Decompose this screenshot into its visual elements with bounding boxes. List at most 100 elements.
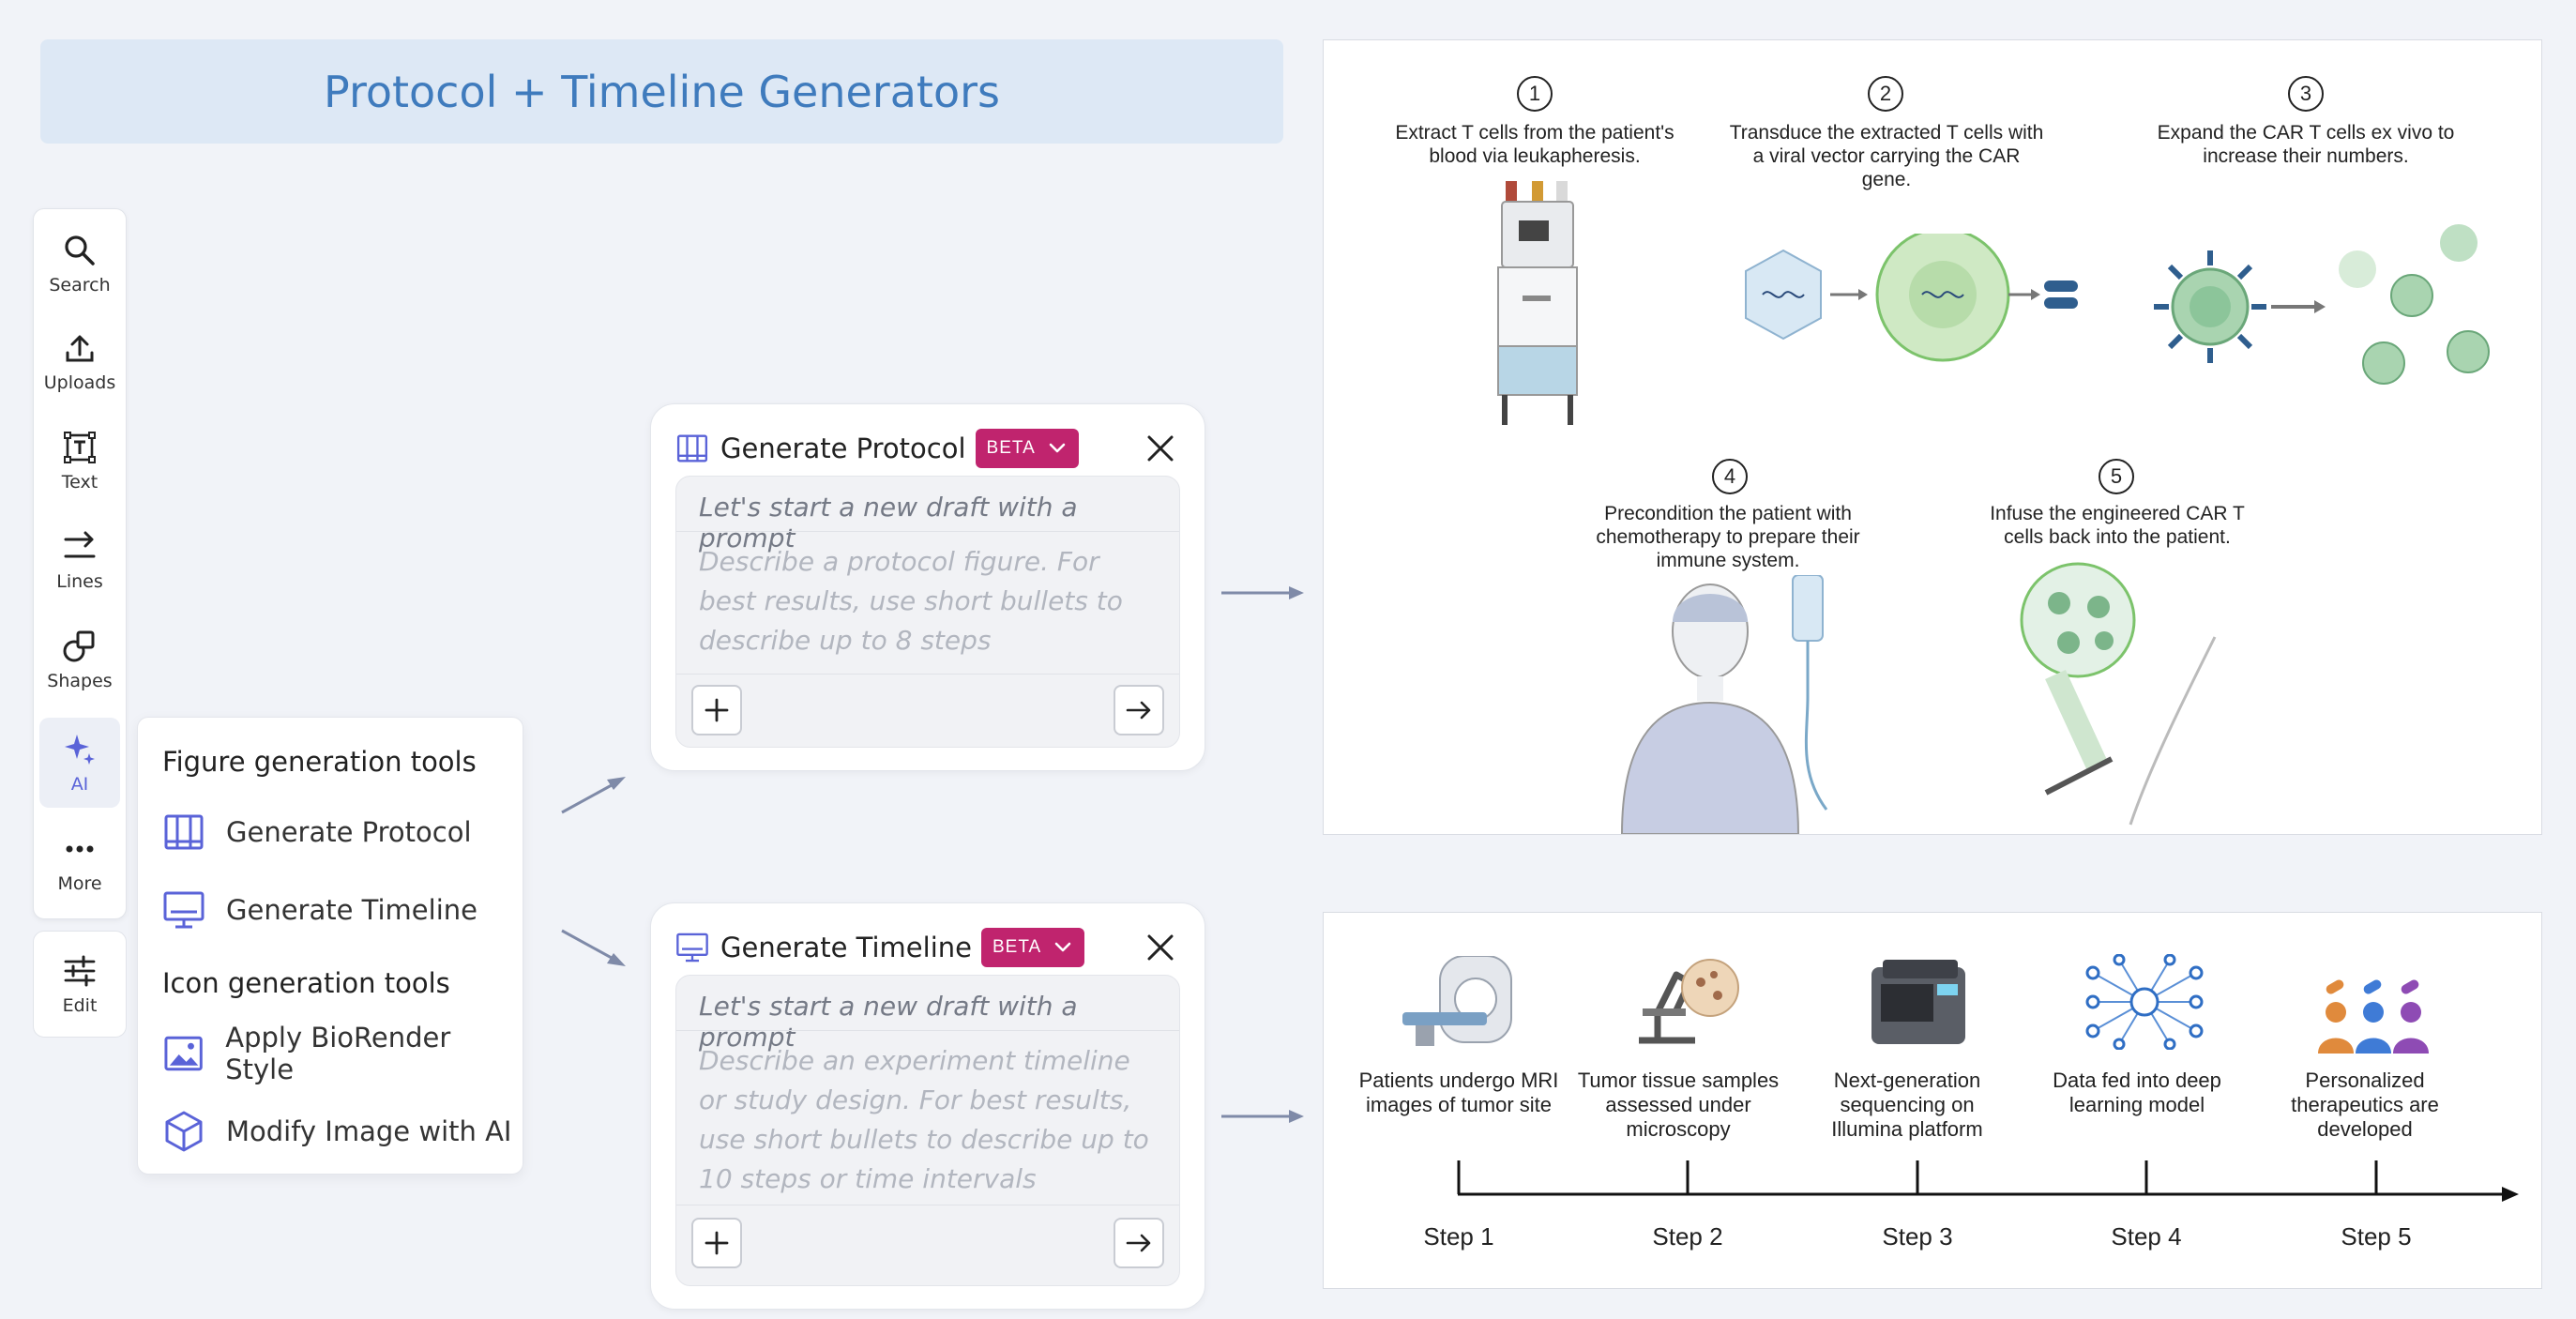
arrow-to-timeline-preview (1221, 1110, 1304, 1123)
timeline-event-text: Personalized therapeutics are developed (2291, 1069, 2439, 1141)
toolbar-label: Lines (56, 571, 103, 592)
microscope-illustration (1639, 959, 1739, 1044)
toolbar-lines[interactable]: Lines (39, 515, 120, 605)
timeline-step-label: Step 1 (1423, 1222, 1494, 1251)
divider (676, 531, 1179, 532)
shapes-icon (63, 630, 95, 662)
divider (676, 1030, 1179, 1031)
toolbar-ai[interactable]: AI (39, 718, 120, 808)
step-number: 4 (1712, 459, 1748, 494)
toolbar-label: Shapes (47, 671, 113, 691)
toolbar-shapes[interactable]: Shapes (39, 614, 120, 705)
figure-tools-heading: Figure generation tools (162, 746, 477, 778)
toolbar-search[interactable]: Search (39, 219, 120, 309)
protocol-icon (676, 434, 708, 462)
menu-modify-image-ai[interactable]: Modify Image with AI (162, 1105, 512, 1158)
submit-button[interactable] (1114, 1218, 1164, 1268)
timeline-step-label: Step 5 (2341, 1222, 2412, 1251)
timeline-event-text: Next-generation sequencing on Illumina p… (1831, 1069, 1983, 1141)
ai-tools-menu: Figure generation tools Generate Protoco… (137, 717, 523, 1175)
menu-generate-protocol[interactable]: Generate Protocol (162, 806, 472, 858)
arrow-to-protocol-preview (1221, 586, 1304, 599)
timeline-event-text: Tumor tissue samples assessed under micr… (1577, 1069, 1780, 1141)
protocol-icon (164, 814, 204, 850)
card-title: Generate Timeline (720, 932, 972, 963)
leukapheresis-machine-illustration (1497, 181, 1578, 425)
people-medication-illustration (2318, 979, 2429, 1054)
prompt-input[interactable]: Describe a protocol figure. For best res… (699, 546, 1123, 656)
step-text: Extract T cells from the patient's blood… (1395, 122, 1674, 167)
timeline-step-label: Step 4 (2111, 1222, 2182, 1251)
step-text: Expand the CAR T cells ex vivo to increa… (2157, 122, 2455, 167)
step-number: 5 (2099, 459, 2134, 494)
step-text: Precondition the patient with chemothera… (1596, 503, 1860, 571)
beta-dropdown[interactable]: BETA (975, 429, 1079, 468)
toolbar-label: Search (49, 275, 111, 296)
submit-button[interactable] (1114, 685, 1164, 735)
lines-icon (64, 531, 96, 558)
prompt-area[interactable]: Let's start a new draft with a prompt De… (675, 476, 1180, 748)
add-button[interactable] (691, 685, 742, 735)
step-number: 3 (2288, 76, 2324, 112)
prompt-heading: Let's start a new draft with a prompt (699, 492, 1078, 553)
toolbar-label: Text (61, 472, 98, 493)
icon-tools-heading: Icon generation tools (162, 967, 450, 999)
add-button[interactable] (691, 1218, 742, 1268)
toolbar-label: Uploads (43, 372, 116, 393)
toolbar-label: AI (70, 774, 89, 795)
toolbar-text[interactable]: Text (39, 416, 120, 506)
generate-timeline-card: Generate Timeline BETA Let's start a new… (650, 902, 1205, 1310)
arrow-right-icon (1126, 701, 1151, 720)
card-header: Generate Timeline BETA (675, 922, 1085, 973)
image-icon (164, 1036, 203, 1071)
transduction-illustration (1745, 234, 2078, 362)
arrow-to-protocol (561, 777, 626, 814)
upload-icon (66, 335, 94, 362)
sparkle-icon (65, 735, 95, 765)
step-text: Transduce the extracted T cells with a v… (1729, 122, 2044, 190)
neural-network-illustration (2085, 954, 2204, 1050)
protocol-preview: 1 Extract T cells from the patient's blo… (1323, 39, 2542, 835)
menu-generate-timeline[interactable]: Generate Timeline (162, 884, 477, 936)
close-icon[interactable] (1144, 432, 1176, 464)
beta-dropdown[interactable]: BETA (980, 928, 1085, 967)
left-toolbar: Search Uploads Text Lines Shapes AI More (33, 208, 127, 919)
more-icon (66, 845, 94, 853)
arrow-to-timeline (561, 929, 626, 966)
plus-icon (705, 1231, 729, 1255)
text-icon (64, 432, 96, 463)
close-icon[interactable] (1144, 932, 1176, 963)
toolbar-more[interactable]: More (39, 817, 120, 907)
step-number: 2 (1868, 76, 1903, 112)
cube-icon (165, 1111, 203, 1152)
prompt-heading: Let's start a new draft with a prompt (699, 991, 1078, 1053)
toolbar-label: Edit (62, 995, 98, 1016)
menu-item-label: Apply BioRender Style (225, 1022, 451, 1085)
card-header: Generate Protocol BETA (675, 423, 1079, 474)
arrow-right-icon (1126, 1234, 1151, 1252)
plus-icon (705, 698, 729, 722)
menu-item-label: Generate Timeline (226, 894, 477, 926)
step-number: 1 (1517, 76, 1553, 112)
menu-apply-biorender-style[interactable]: Apply BioRender Style (162, 1022, 523, 1085)
toolbar-edit[interactable]: Edit (39, 939, 120, 1029)
prompt-input[interactable]: Describe an experiment timeline or study… (699, 1045, 1149, 1194)
sliders-icon (64, 955, 96, 987)
divider (676, 674, 1179, 675)
timeline-step-label: Step 2 (1652, 1222, 1723, 1251)
sequencer-illustration (1871, 960, 1965, 1044)
toolbar-uploads[interactable]: Uploads (39, 316, 120, 406)
patient-chemotherapy-illustration (1620, 575, 1828, 834)
page-title: Protocol + Timeline Generators (324, 66, 1000, 117)
beta-badge: BETA (992, 937, 1042, 957)
step-text: Infuse the engineered CAR T cells back i… (1990, 503, 2245, 548)
timeline-step-label: Step 3 (1882, 1222, 1953, 1251)
chevron-down-icon (1049, 443, 1066, 453)
menu-item-label: Modify Image with AI (226, 1115, 512, 1147)
timeline-icon (676, 932, 708, 963)
prompt-area[interactable]: Let's start a new draft with a prompt De… (675, 975, 1180, 1286)
timeline-preview: Patients undergo MRI images of tumor sit… (1323, 912, 2542, 1289)
edit-panel: Edit (33, 931, 127, 1038)
menu-item-label: Generate Protocol (226, 816, 472, 848)
mri-scanner-illustration (1402, 956, 1512, 1046)
